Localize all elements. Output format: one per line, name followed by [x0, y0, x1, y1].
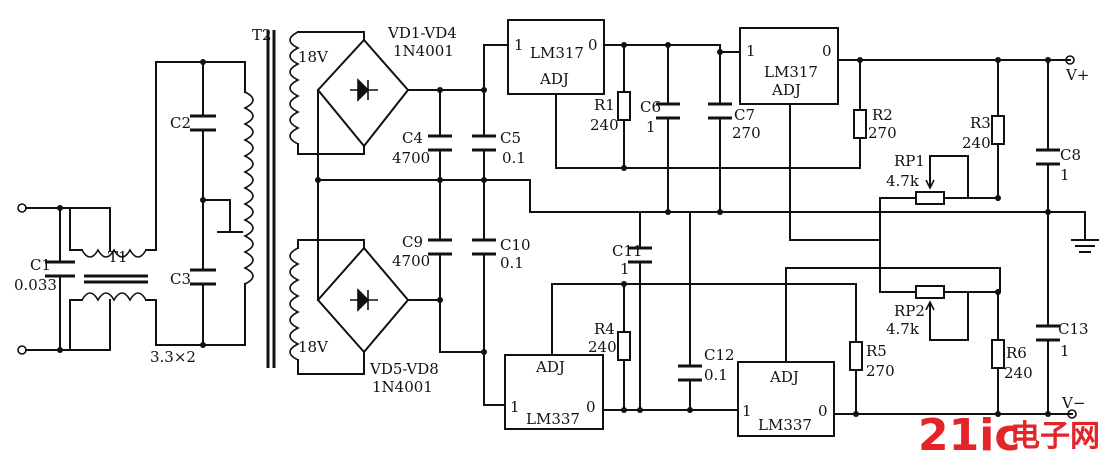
site-watermark: 21ic 电子网	[918, 410, 1100, 454]
u3-out-pin: 0	[586, 398, 596, 416]
r5-value: 270	[866, 362, 895, 380]
u3-in-pin: 1	[510, 398, 520, 416]
rp2-value: 4.7k	[886, 320, 920, 338]
r1-value: 240	[590, 116, 619, 134]
c6-value: 1	[646, 118, 656, 136]
negative-wiring	[551, 211, 1077, 419]
r1-label: R1	[594, 96, 615, 114]
watermark-chinese: 电子网	[1010, 419, 1100, 454]
vplus-label: V+	[1065, 66, 1089, 84]
rp2-label: RP2	[894, 302, 925, 320]
c12-value: 0.1	[704, 366, 728, 384]
positive-regulator-2: 1 0 LM317 ADJ	[739, 27, 839, 105]
c13-label: C13	[1058, 320, 1089, 338]
c9-value: 4700	[392, 252, 430, 270]
u3-adj: ADJ	[535, 358, 565, 376]
u4-out-pin: 0	[818, 402, 828, 420]
u4-adj: ADJ	[769, 368, 799, 386]
rp1-label: RP1	[894, 152, 925, 170]
c12-label: C12	[704, 346, 735, 364]
input-terminal-top	[17, 203, 27, 213]
t2-label: T2	[252, 26, 272, 44]
u4-part: LM337	[758, 416, 812, 434]
c11-value: 1	[620, 260, 630, 278]
input-filter	[17, 30, 276, 368]
u2-out-pin: 0	[822, 42, 832, 60]
filter-caps	[315, 44, 1099, 406]
c10-value: 0.1	[500, 254, 524, 272]
c2-c3-value: 3.3×2	[150, 348, 196, 366]
bridge-top-label: VD1-VD4	[387, 24, 457, 42]
r2-label: R2	[872, 106, 893, 124]
r4-label: R4	[594, 320, 615, 338]
c7-value: 270	[732, 124, 761, 142]
secondary-top-voltage: 18V	[298, 48, 329, 66]
r2-value: 270	[868, 124, 897, 142]
c1-label: C1	[30, 256, 51, 274]
r3-value: 240	[962, 134, 991, 152]
secondary-bottom-voltage: 18V	[298, 338, 329, 356]
watermark-brand: 21ic	[918, 410, 1020, 454]
negative-regulator-1: ADJ 1 0 LM337	[504, 354, 604, 430]
c9-label: C9	[402, 233, 423, 251]
r3-label: R3	[970, 114, 991, 132]
c2-label: C2	[170, 114, 191, 132]
negative-regulator-2: ADJ 1 0 LM337	[737, 361, 835, 437]
u1-out-pin: 0	[588, 36, 598, 54]
c13-value: 1	[1060, 342, 1070, 360]
bridge-bottom-part: 1N4001	[372, 378, 433, 396]
secondaries-and-bridges	[289, 31, 441, 375]
u3-part: LM337	[526, 410, 580, 428]
positive-wiring	[555, 42, 1075, 241]
c6-label: C6	[640, 98, 661, 116]
c8-value: 1	[1060, 166, 1070, 184]
t1-label: T1	[108, 248, 128, 266]
bridge-bottom-label: VD5-VD8	[369, 360, 439, 378]
c4-value: 4700	[392, 149, 430, 167]
c10-label: C10	[500, 236, 531, 254]
c8-label: C8	[1060, 146, 1081, 164]
u1-adj: ADJ	[539, 70, 569, 88]
r5-label: R5	[866, 342, 887, 360]
rp1-value: 4.7k	[886, 172, 920, 190]
u1-in-pin: 1	[514, 36, 524, 54]
u4-in-pin: 1	[742, 402, 752, 420]
u2-in-pin: 1	[746, 42, 756, 60]
c5-value: 0.1	[502, 149, 526, 167]
r6-label: R6	[1006, 344, 1027, 362]
bridge-top-part: 1N4001	[393, 42, 454, 60]
c11-label: C11	[612, 242, 643, 260]
c3-label: C3	[170, 270, 191, 288]
r4-value: 240	[588, 338, 617, 356]
u1-part: LM317	[530, 44, 584, 62]
vminus-label: V−	[1061, 394, 1085, 412]
positive-regulator-1: 1 0 LM317 ADJ	[507, 19, 605, 95]
c5-label: C5	[500, 129, 521, 147]
u2-part: LM317	[764, 63, 818, 81]
c7-label: C7	[734, 106, 755, 124]
c1-value: 0.033	[14, 276, 57, 294]
c4-label: C4	[402, 129, 423, 147]
input-terminal-bottom	[17, 345, 27, 355]
r6-value: 240	[1004, 364, 1033, 382]
u2-adj: ADJ	[771, 81, 801, 99]
